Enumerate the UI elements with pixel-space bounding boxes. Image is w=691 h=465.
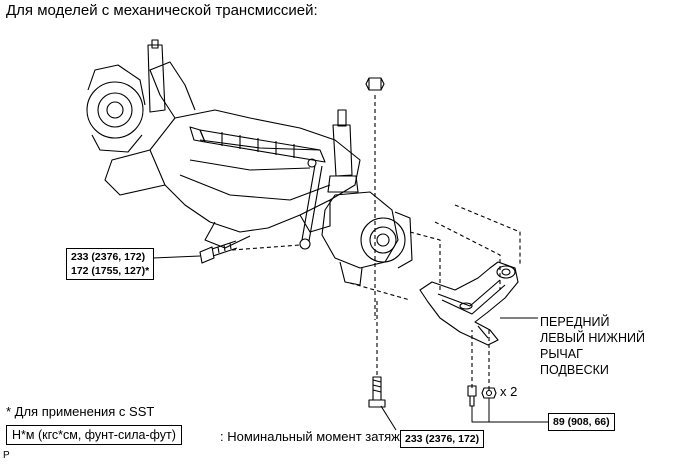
legend-units-box: Н*м (кгс*см, фунт-сила-фут) [6,425,182,445]
part-label-line-2: ЛЕВЫЙ НИЖНИЙ [540,331,645,345]
part-label-line-1: ПЕРЕДНИЙ [540,315,610,329]
left-strut-hub [86,39,166,153]
lower-bolt-torque-box: 233 (2376, 172) [400,430,485,448]
lower-bolt-torque-value: 233 (2376, 172) [405,433,480,445]
page-title: Для моделей с механической трансмиссией: [6,2,318,19]
lower-arm-label: ПЕРЕДНИЙ ЛЕВЫЙ НИЖНИЙ РЫЧАГ ПОДВЕСКИ [540,314,645,378]
upper-bolt-torque-sst: 172 (1755, 127)* [71,265,150,277]
lower-suspension-arm [419,261,519,346]
nuts-torque-box: 89 (908, 66) [548,413,615,431]
corner-mark: P [3,450,10,461]
part-label-line-4: ПОДВЕСКИ [540,363,609,377]
lower-bolt [368,376,386,408]
quantity-label: x 2 [500,384,518,399]
footnote: * Для применения с SST [6,404,155,419]
part-label-line-3: РЫЧАГ [540,347,583,361]
upper-bolt [199,240,238,264]
right-strut [299,109,359,250]
upper-bolt-torque-box: 233 (2376, 172) 172 (1755, 127)* [66,248,155,280]
legend-description: : Номинальный момент затяжки [220,429,413,444]
top-nut [365,77,385,91]
exploded-view-guides [231,95,521,390]
arm-bolt-and-nut [467,385,497,407]
nuts-torque-value: 89 (908, 66) [553,416,610,428]
right-knuckle-hub [321,191,413,286]
upper-bolt-torque-standard: 233 (2376, 172) [71,251,146,263]
leader-lines [152,255,548,431]
steering-rack [189,126,326,163]
